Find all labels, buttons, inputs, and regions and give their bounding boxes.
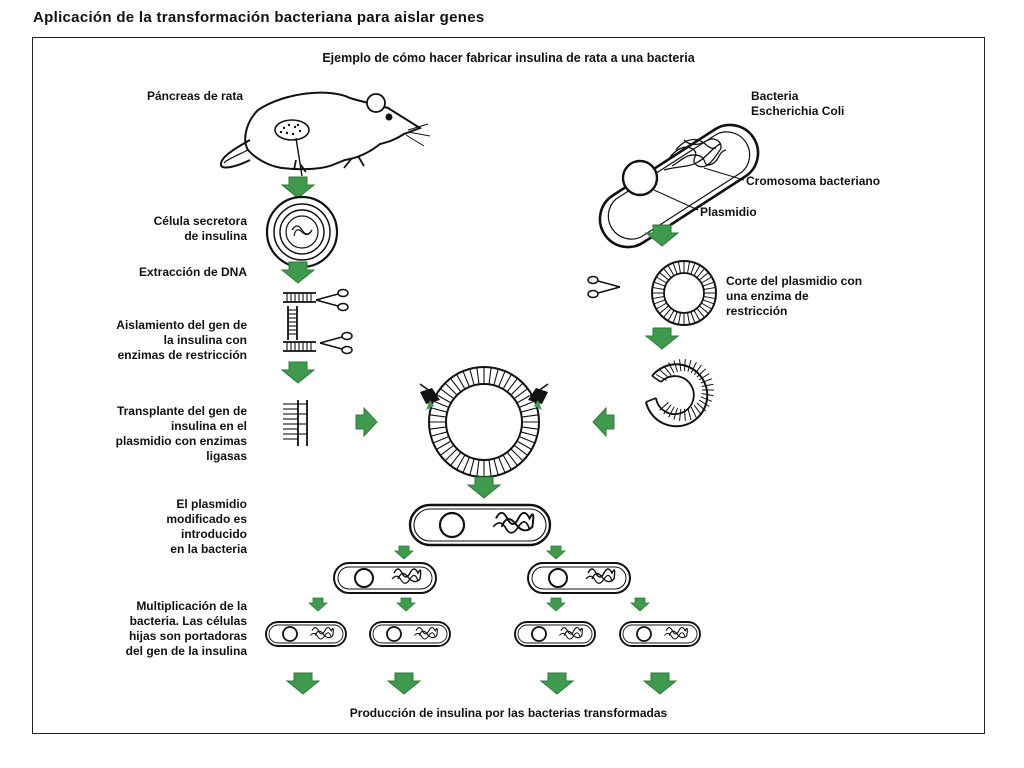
label-produccion: Producción de insulina por las bacterias…: [349, 706, 668, 720]
bacterium-gen2: [333, 562, 437, 594]
label-bacteria: Bacteria Escherichia Coli: [751, 89, 844, 119]
ecoli-bacterium: [598, 123, 760, 249]
plasmid-being-cut: [651, 260, 717, 326]
label-corte: Corte del plasmidio con una enzima de re…: [726, 274, 862, 319]
arrow-down-icon: [630, 597, 650, 612]
label-modificado: El plasmidio modificado es introducido e…: [60, 497, 247, 557]
bacterium-gen3: [514, 621, 596, 647]
opened-plasmid: [645, 359, 714, 428]
arrow-down-icon: [281, 361, 315, 384]
arrow-down-icon: [394, 545, 414, 560]
arrow-down-icon: [540, 672, 574, 695]
label-line: del gen de la insulina: [125, 644, 247, 658]
label-transplante: Transplante del gen de insulina en el pl…: [60, 404, 247, 464]
diagram-subtitle: Ejemplo de cómo hacer fabricar insulina …: [322, 51, 695, 65]
arrow-down-icon: [308, 597, 328, 612]
label-line: Aislamiento del gen de: [116, 318, 247, 332]
label-extraccion: Extracción de DNA: [138, 265, 247, 279]
label-plasmidio: Plasmidio: [700, 205, 757, 219]
arrow-down-icon: [546, 545, 566, 560]
arrow-down-icon: [396, 597, 416, 612]
arrow-down-icon: [643, 672, 677, 695]
arrow-right-icon: [355, 407, 378, 437]
scissors-icon: [319, 331, 353, 355]
label-line: Corte del plasmidio con: [726, 274, 863, 288]
label-line: una enzima de: [726, 289, 809, 303]
rat-illustration: [220, 91, 431, 177]
label-line: hijas son portadoras: [128, 629, 247, 643]
label-line: de insulina: [184, 229, 247, 243]
arrow-down-icon: [645, 327, 679, 350]
label-line: introducido: [181, 527, 247, 541]
label-line: modificado es: [166, 512, 247, 526]
bacterium-gen2: [527, 562, 631, 594]
arrow-left-icon: [592, 407, 615, 437]
label-line: en la bacteria: [170, 542, 247, 556]
arrow-down-icon: [387, 672, 421, 695]
arrow-down-icon: [281, 176, 315, 199]
page-title: Aplicación de la transformación bacteria…: [33, 9, 485, 26]
label-multiplicacion: Multiplicación de la bacteria. Las célul…: [60, 599, 247, 659]
insulin-gene-fragment: [283, 400, 308, 446]
secretory-cell: [265, 195, 339, 269]
label-line: restricción: [726, 304, 788, 318]
label-line: la insulina con: [163, 333, 247, 347]
arrow-down-icon: [286, 672, 320, 695]
arrow-down-icon: [546, 597, 566, 612]
arrow-down-icon: [467, 476, 501, 499]
label-aislamiento: Aislamiento del gen de la insulina con e…: [60, 318, 247, 363]
dna-strands: [283, 292, 316, 352]
scissors-icon: [587, 275, 621, 299]
label-line: Bacteria: [751, 89, 799, 103]
label-line: plasmidio con enzimas: [115, 434, 247, 448]
label-line: Célula secretora: [153, 214, 247, 228]
label-line: Escherichia Coli: [751, 104, 845, 118]
bacterium-gen3: [369, 621, 451, 647]
label-line: enzimas de restricción: [117, 348, 247, 362]
label-cromosoma: Cromosoma bacteriano: [746, 174, 881, 188]
label-line: insulina en el: [170, 419, 247, 433]
label-line: El plasmidio: [176, 497, 247, 511]
label-line: bacteria. Las células: [129, 614, 247, 628]
label-line: Transplante del gen de: [116, 404, 247, 418]
recombinant-plasmid: [419, 366, 549, 478]
label-line: ligasas: [206, 449, 247, 463]
scissors-icon: [315, 288, 349, 312]
modified-bacterium: [408, 503, 552, 547]
bacterium-gen3: [619, 621, 701, 647]
bacterial-chromosome: [663, 138, 727, 171]
label-line: Multiplicación de la: [136, 599, 247, 613]
diagram-frame: [32, 37, 985, 734]
label-celula-secretora: Célula secretora de insulina: [60, 214, 247, 244]
bacterium-gen3: [265, 621, 347, 647]
label-pancreas: Páncreas de rata: [146, 89, 243, 103]
